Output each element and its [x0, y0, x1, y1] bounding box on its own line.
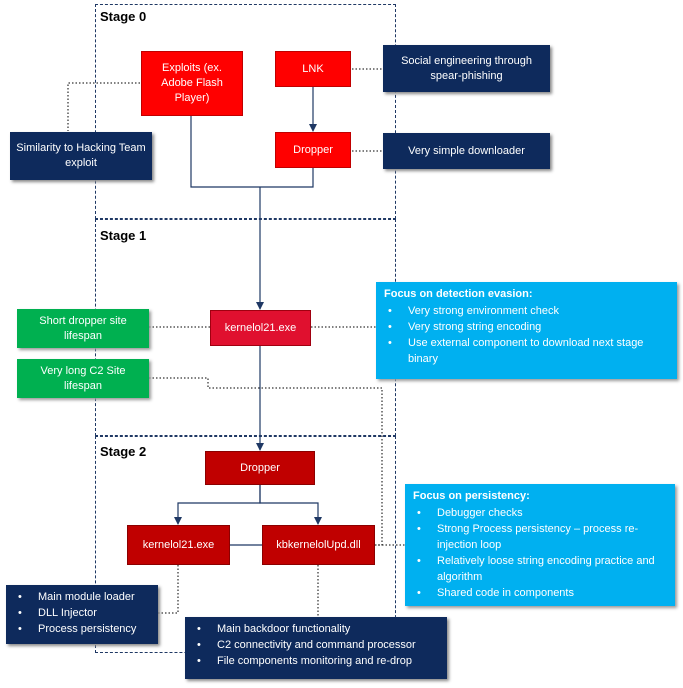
kernelol-stage1-label: kernelol21.exe — [224, 321, 297, 334]
dotted-long-c2 — [149, 377, 383, 546]
long-c2-note: Very long C2 Site lifespan — [17, 359, 149, 398]
downloader-note-text: Very simple downloader — [408, 144, 525, 157]
lnk-label: LNK — [302, 62, 324, 75]
loader-item: Process persistency — [18, 622, 150, 638]
similarity-note: Similarity to Hacking Team exploit — [10, 132, 152, 180]
backdoor-item: File components monitoring and re-drop — [197, 654, 439, 670]
exploits-label: Exploits (ex. Adobe Flash Player) — [161, 62, 223, 104]
persistency-item: Shared code in components — [417, 586, 667, 602]
backdoor-functions-list: Main backdoor functionality C2 connectiv… — [193, 622, 439, 670]
social-engineering-note-text: Social engineering through spear-phishin… — [401, 54, 532, 82]
edge-dropper2-right — [259, 485, 322, 525]
edge-dropper-merge — [260, 168, 314, 188]
social-engineering-note: Social engineering through spear-phishin… — [383, 45, 550, 92]
kbkernelol-node[interactable]: kbkernelolUpd.dll — [262, 525, 375, 565]
persistency-item: Relatively loose string encoding practic… — [417, 554, 667, 586]
stage-0-title: Stage 0 — [100, 9, 147, 24]
dropper-stage2-node[interactable]: Dropper — [205, 451, 315, 485]
loader-item: DLL Injector — [18, 606, 150, 622]
detection-item: Very strong string encoding — [388, 320, 669, 336]
exploits-node[interactable]: Exploits (ex. Adobe Flash Player) — [141, 51, 243, 116]
detection-item: Use external component to download next … — [388, 336, 669, 368]
stage-0-container — [95, 4, 396, 219]
persistency-list: Debugger checks Strong Process persisten… — [413, 506, 667, 602]
dropper-stage0-label: Dropper — [293, 143, 333, 156]
long-c2-note-text: Very long C2 Site lifespan — [40, 364, 126, 392]
loader-item: Main module loader — [18, 590, 150, 606]
persistency-panel: Focus on persistency: Debugger checks St… — [405, 484, 675, 606]
short-site-note-text: Short dropper site lifespan — [39, 314, 127, 342]
loader-functions-list: Main module loader DLL Injector Process … — [14, 590, 150, 638]
lnk-node[interactable]: LNK — [275, 51, 351, 87]
short-site-note: Short dropper site lifespan — [17, 309, 149, 348]
dropper-stage0-node[interactable]: Dropper — [275, 132, 351, 168]
downloader-note: Very simple downloader — [383, 133, 550, 169]
persistency-item: Debugger checks — [417, 506, 667, 522]
edge-exploits-merge — [190, 116, 260, 188]
kbkernelol-label: kbkernelolUpd.dll — [276, 538, 361, 551]
stage-2-title: Stage 2 — [100, 444, 147, 459]
backdoor-functions-panel: Main backdoor functionality C2 connectiv… — [185, 617, 447, 679]
persistency-item: Strong Process persistency – process re-… — [417, 522, 667, 554]
kernelol-stage2-node[interactable]: kernelol21.exe — [127, 525, 230, 565]
stage-1-title: Stage 1 — [100, 228, 147, 243]
loader-functions-panel: Main module loader DLL Injector Process … — [6, 585, 158, 644]
kernelol-stage1-node[interactable]: kernelol21.exe — [210, 310, 311, 346]
persistency-title: Focus on persistency: — [413, 490, 530, 502]
backdoor-item: Main backdoor functionality — [197, 622, 439, 638]
detection-item: Very strong environment check — [388, 304, 669, 320]
detection-evasion-list: Very strong environment check Very stron… — [384, 304, 669, 368]
detection-evasion-title: Focus on detection evasion: — [384, 288, 533, 300]
kernelol-stage2-label: kernelol21.exe — [142, 538, 215, 551]
backdoor-item: C2 connectivity and command processor — [197, 638, 439, 654]
similarity-note-text: Similarity to Hacking Team exploit — [16, 142, 146, 169]
dropper-stage2-label: Dropper — [240, 461, 280, 474]
detection-evasion-panel: Focus on detection evasion: Very strong … — [376, 282, 677, 379]
